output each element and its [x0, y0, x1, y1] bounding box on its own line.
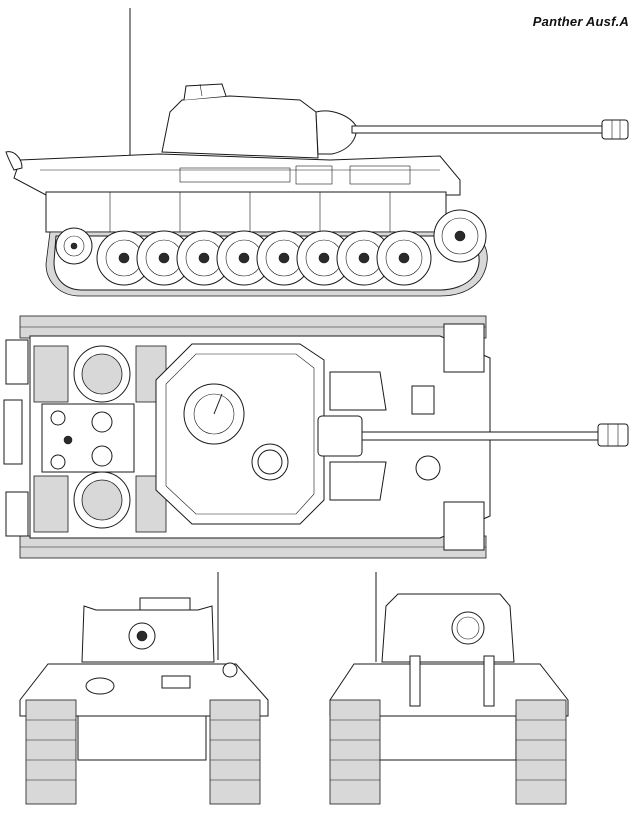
top-gun-barrel [361, 431, 599, 441]
side-skirts [45, 191, 447, 233]
front-track-left [25, 699, 77, 805]
rear-view [329, 572, 569, 805]
side-exhaust [5, 151, 23, 171]
front-lower-hull [77, 715, 207, 761]
front-glacis [19, 663, 269, 717]
drawing-title: Panther Ausf.A [532, 14, 629, 29]
rear-turret [381, 593, 515, 663]
rear-exhaust-right [483, 655, 495, 707]
rear-track-left [329, 699, 381, 805]
side-road-wheels [96, 230, 432, 286]
side-cupola [183, 83, 227, 101]
top-turret [155, 343, 325, 525]
rear-exhaust-left [409, 655, 421, 707]
side-muzzle-brake [601, 119, 629, 140]
side-mantlet [315, 110, 357, 155]
top-loader-hatch [251, 443, 289, 481]
top-driver-hatch [329, 371, 387, 411]
top-muzzle-brake [597, 423, 629, 447]
side-view [5, 8, 629, 297]
front-track-right [209, 699, 261, 805]
rear-track-right [515, 699, 567, 805]
rear-lower-hull [373, 715, 517, 761]
side-gun-barrel [351, 125, 603, 134]
rear-escape-hatch [451, 611, 485, 645]
side-turret [161, 95, 319, 159]
side-upper-hull [13, 153, 461, 196]
top-mantlet [317, 415, 363, 457]
top-radio-hatch [329, 461, 387, 501]
top-view [3, 315, 629, 559]
front-view [19, 572, 269, 805]
top-engine-grille [33, 345, 69, 403]
